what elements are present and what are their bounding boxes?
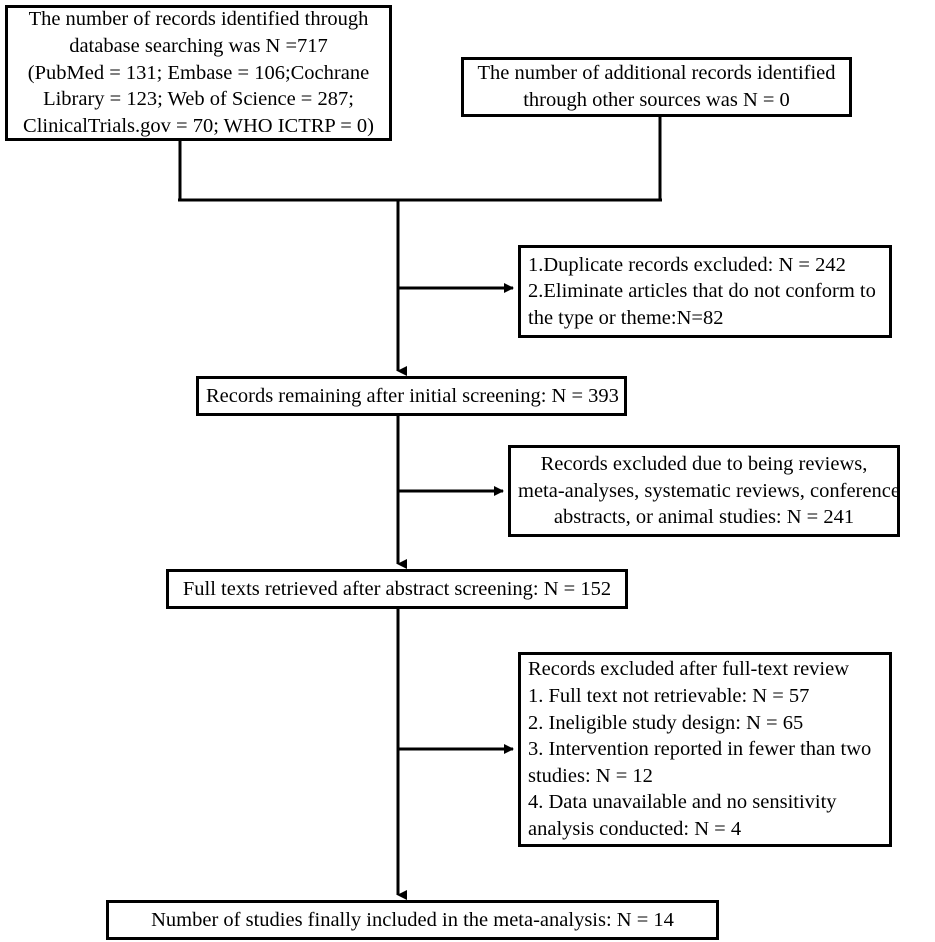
node-text-line: (PubMed = 131; Embase = 106;Cochrane bbox=[27, 61, 370, 84]
node-text-line: Number of studies finally included in th… bbox=[151, 908, 674, 931]
node-text-line: The number of additional records identif… bbox=[477, 62, 836, 85]
node-text-line: database searching was N =717 bbox=[69, 35, 328, 58]
node-text-line: 3. Intervention reported in fewer than t… bbox=[528, 738, 872, 761]
node-text-line: 1. Full text not retrievable: N = 57 bbox=[528, 684, 810, 707]
node-text-line: abstracts, or animal studies: N = 241 bbox=[553, 506, 855, 529]
node-records-remaining-after-initial-screening: Records remaining after initial screenin… bbox=[196, 376, 627, 416]
node-text-line: Records excluded after full-text review bbox=[528, 658, 850, 681]
node-text-line: 2.Eliminate articles that do not conform… bbox=[528, 280, 876, 303]
node-text-line: The number of records identified through bbox=[28, 8, 369, 31]
node-text-line: the type or theme:N=82 bbox=[528, 306, 724, 329]
node-text-line: 4. Data unavailable and no sensitivity bbox=[528, 791, 837, 814]
node-text-line: through other sources was N = 0 bbox=[523, 89, 790, 111]
node-text-line: 1.Duplicate records excluded: N = 242 bbox=[528, 253, 846, 276]
node-text-line: 2. Ineligible study design: N = 65 bbox=[528, 711, 804, 734]
node-text-line: Library = 123; Web of Science = 287; bbox=[43, 88, 354, 111]
node-text-line: studies: N = 12 bbox=[528, 764, 653, 787]
node-text-line: ClinicalTrials.gov = 70; WHO ICTRP = 0) bbox=[23, 114, 374, 137]
node-additional-records-identified-through-other-sources: The number of additional records identif… bbox=[461, 57, 852, 117]
node-text-line: Records excluded due to being reviews, bbox=[540, 453, 868, 476]
node-text-line: Records remaining after initial screenin… bbox=[206, 384, 619, 407]
node-text-line: meta-analyses, systematic reviews, confe… bbox=[518, 479, 900, 502]
node-text-line: analysis conducted: N = 4 bbox=[528, 818, 742, 841]
node-full-texts-retrieved-after-abstract-screening: Full texts retrieved after abstract scre… bbox=[166, 569, 628, 609]
node-records-identified-through-database-searching: The number of records identified through… bbox=[5, 5, 392, 141]
node-records-excluded-after-full-text-review: Records excluded after full-text review … bbox=[518, 652, 892, 847]
node-studies-finally-included-in-meta-analysis: Number of studies finally included in th… bbox=[106, 900, 719, 940]
node-records-excluded-reviews-meta-analyses-animal: Records excluded due to being reviews, m… bbox=[508, 445, 900, 537]
node-duplicate-and-off-topic-records-excluded: 1.Duplicate records excluded: N = 242 2.… bbox=[518, 245, 892, 338]
node-text-line: Full texts retrieved after abstract scre… bbox=[182, 577, 612, 600]
